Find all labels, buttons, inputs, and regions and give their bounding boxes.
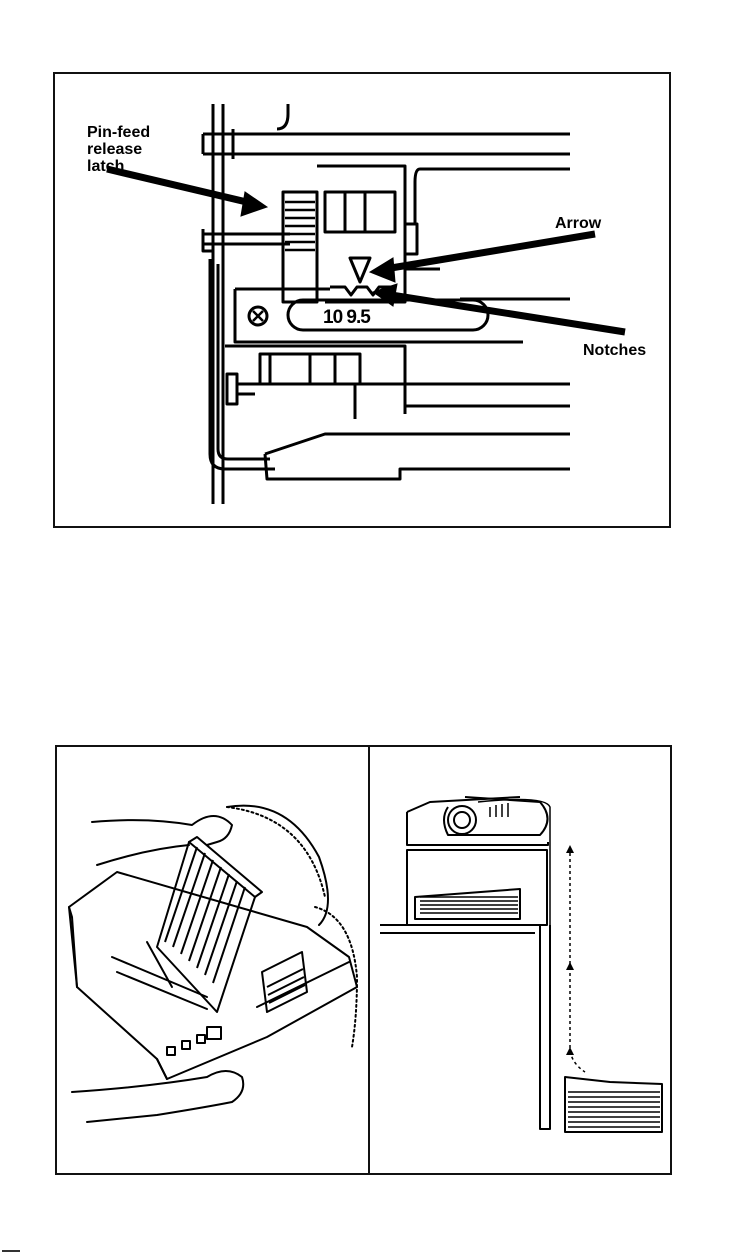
paper-path-side-view	[370, 747, 674, 1177]
tractor-detail-figure: Pin-feed release latch Arrow Notches 10 …	[53, 72, 671, 528]
page-edge-mark	[2, 1250, 20, 1252]
printer-with-tractor-illustration	[57, 747, 368, 1177]
pin-feed-release-latch-label: Pin-feed release latch	[87, 124, 167, 175]
notches-label: Notches	[583, 342, 646, 359]
paper-loading-figure	[55, 745, 672, 1175]
scale-marks: 10 9.5	[323, 307, 370, 329]
arrow-label: Arrow	[555, 215, 601, 232]
